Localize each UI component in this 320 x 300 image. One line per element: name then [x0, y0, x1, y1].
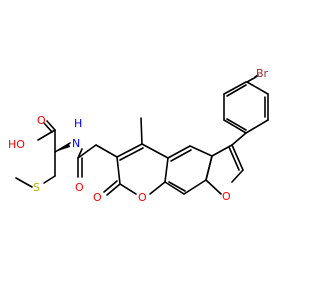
bonds: [15, 74, 269, 196]
atom-s: S: [33, 181, 40, 194]
atom-oh: HO: [8, 138, 25, 151]
atom-o-amide: O: [75, 181, 84, 194]
atom-o-furan: O: [222, 190, 231, 203]
atom-nh-h: H: [74, 117, 82, 130]
atom-o-lactone-carbonyl: O: [93, 191, 102, 204]
atom-o-acid-carbonyl: O: [37, 114, 46, 127]
atom-o-lactone-ring: O: [138, 191, 147, 204]
atom-br: Br: [256, 67, 269, 80]
atom-n: N: [72, 137, 80, 150]
stereo-wedge: [55, 143, 70, 152]
molecule-structure-diagram: Br O HO H N S O O O O: [8, 67, 269, 204]
